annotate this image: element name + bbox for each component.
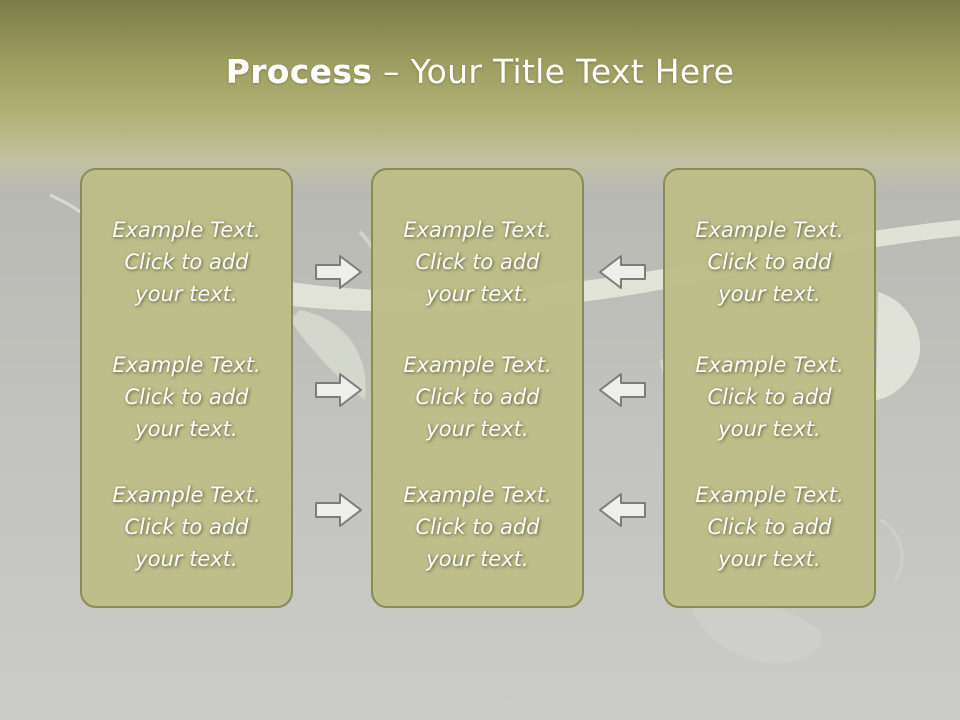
title-bold: Process bbox=[225, 52, 373, 91]
text-line: your text. bbox=[135, 417, 238, 441]
text-line: your text. bbox=[426, 547, 529, 571]
arrow-right-icon bbox=[315, 255, 362, 289]
text-line: Click to add bbox=[707, 515, 832, 539]
arrow-left-icon bbox=[599, 373, 646, 407]
text-line: Example Text. bbox=[112, 218, 261, 242]
text-block[interactable]: Example Text. Click to add your text. bbox=[665, 214, 874, 310]
arrow-left-icon bbox=[599, 493, 646, 527]
text-line: your text. bbox=[426, 282, 529, 306]
text-line: your text. bbox=[718, 547, 821, 571]
text-line: your text. bbox=[718, 282, 821, 306]
text-line: Click to add bbox=[415, 385, 540, 409]
text-line: Click to add bbox=[415, 515, 540, 539]
text-line: Click to add bbox=[124, 250, 249, 274]
text-block[interactable]: Example Text. Click to add your text. bbox=[373, 479, 582, 575]
text-block[interactable]: Example Text. Click to add your text. bbox=[82, 214, 291, 310]
text-line: Example Text. bbox=[695, 483, 844, 507]
text-line: your text. bbox=[426, 417, 529, 441]
text-line: your text. bbox=[718, 417, 821, 441]
text-line: Example Text. bbox=[695, 218, 844, 242]
text-line: Click to add bbox=[415, 250, 540, 274]
arrow-right-icon bbox=[315, 373, 362, 407]
right-panel[interactable]: Example Text. Click to add your text. Ex… bbox=[663, 168, 876, 608]
title-rest: – Your Title Text Here bbox=[372, 52, 735, 91]
text-line: your text. bbox=[135, 547, 238, 571]
arrow-left-icon bbox=[599, 255, 646, 289]
text-line: Example Text. bbox=[112, 483, 261, 507]
text-block[interactable]: Example Text. Click to add your text. bbox=[665, 479, 874, 575]
text-block[interactable]: Example Text. Click to add your text. bbox=[82, 349, 291, 445]
text-line: Click to add bbox=[707, 250, 832, 274]
text-block[interactable]: Example Text. Click to add your text. bbox=[665, 349, 874, 445]
text-line: Click to add bbox=[124, 385, 249, 409]
text-block[interactable]: Example Text. Click to add your text. bbox=[373, 349, 582, 445]
left-panel[interactable]: Example Text. Click to add your text. Ex… bbox=[80, 168, 293, 608]
text-line: Example Text. bbox=[112, 353, 261, 377]
text-block[interactable]: Example Text. Click to add your text. bbox=[82, 479, 291, 575]
text-line: Example Text. bbox=[403, 353, 552, 377]
text-line: your text. bbox=[135, 282, 238, 306]
arrow-right-icon bbox=[315, 493, 362, 527]
text-line: Click to add bbox=[124, 515, 249, 539]
text-line: Example Text. bbox=[403, 483, 552, 507]
text-line: Example Text. bbox=[403, 218, 552, 242]
middle-panel[interactable]: Example Text. Click to add your text. Ex… bbox=[371, 168, 584, 608]
text-line: Example Text. bbox=[695, 353, 844, 377]
slide-title[interactable]: Process – Your Title Text Here bbox=[0, 52, 960, 91]
text-line: Click to add bbox=[707, 385, 832, 409]
text-block[interactable]: Example Text. Click to add your text. bbox=[373, 214, 582, 310]
